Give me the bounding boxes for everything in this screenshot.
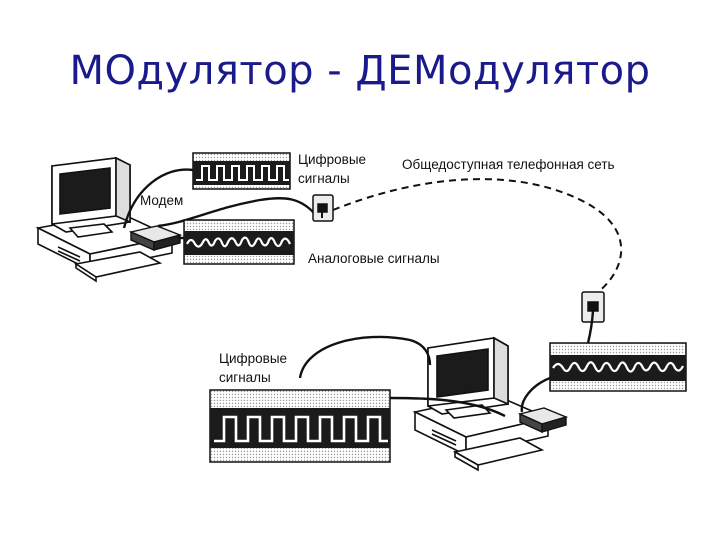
phone-jack-icon-top — [312, 194, 334, 222]
cables-bottom — [298, 335, 551, 418]
digital-signals-label-top-line2: сигналы — [298, 171, 350, 186]
analog-signal-box-top — [183, 219, 295, 265]
computer-icon-bottom — [412, 336, 551, 472]
analog-signals-label: Аналоговые сигналы — [308, 251, 440, 266]
digital-signals-label-bottom-line1: Цифровые — [219, 351, 288, 366]
digital-signal-box-bottom — [209, 389, 391, 463]
analog-signal-box-bottom — [549, 342, 687, 392]
public-network-label: Общедоступная телефонная сеть — [402, 157, 615, 172]
modem-icon-bottom — [517, 407, 569, 434]
modem-icon — [128, 225, 183, 252]
digital-signal-box-top — [192, 152, 291, 190]
digital-signals-label-bottom-line2: сигналы — [219, 370, 271, 385]
digital-signals-label-top-line1: Цифровые — [298, 152, 367, 167]
public-network-line — [332, 178, 622, 293]
computer-icon-top — [35, 156, 175, 283]
modem-label: Модем — [140, 193, 184, 208]
slide-title: МОдулятор - ДЕМодулятор — [69, 48, 651, 94]
